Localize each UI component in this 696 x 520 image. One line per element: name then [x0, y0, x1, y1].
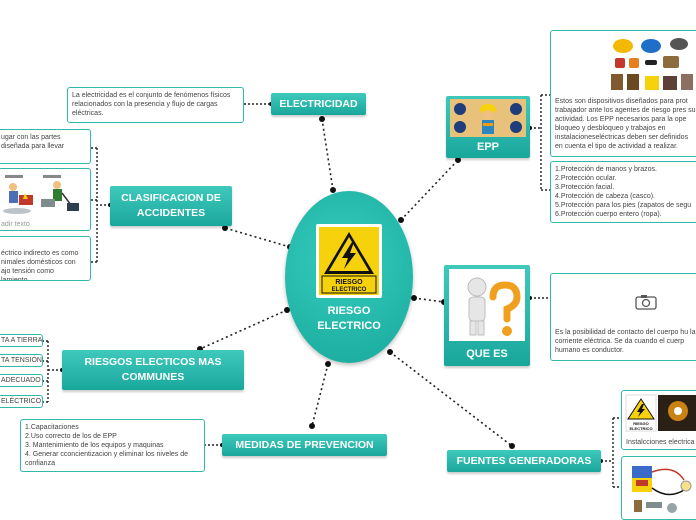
high-voltage-sign: RIESGO ELECTRICO	[316, 224, 382, 298]
medidas-item: 3. Mantenimiento de los equipos y maquin…	[25, 442, 164, 449]
epp-list[interactable]: 1.Protección de manos y brazos. 2.Protec…	[550, 161, 696, 223]
fuentes-topic-2[interactable]	[621, 456, 696, 520]
node-medidas[interactable]: MEDIDAS DE PREVENCION	[222, 434, 387, 456]
electricidad-text: La electricidad es el conjunto de fenóme…	[72, 92, 231, 117]
circuit-battery-icon	[632, 466, 692, 513]
accident-illustration-icon	[3, 175, 79, 214]
clasificacion-text-top-line2: diseñada para llevar	[1, 143, 65, 150]
medidas-item: 2.Uso correcto de los de EPP	[25, 433, 117, 440]
node-medidas-label: MEDIDAS DE PREVENCION	[235, 439, 374, 451]
epp-item: 1.Protección de manos y brazos.	[555, 166, 657, 173]
epp-item: 4.Protección de cabeza (casco).	[555, 193, 655, 200]
node-riesgos[interactable]: RIESGOS ELECTICOS MAS COMMUNES	[62, 350, 244, 390]
electrical-hazard-icon: RIESGO ELECTRICO	[625, 394, 696, 432]
image-caption: adir texto	[1, 221, 30, 228]
epp-item: 5.Protección para los pies (zapatos de s…	[555, 202, 692, 209]
clasificacion-text-bottom-content: éctrico indirecto es como nimales domést…	[1, 250, 79, 281]
clasificacion-text-top-line1: ugar con las partes	[1, 134, 61, 141]
node-epp-label: EPP	[476, 141, 499, 153]
central-label: RIESGO ELECTRICO	[300, 304, 398, 334]
node-epp[interactable]: EPP	[446, 96, 530, 158]
riesgo-item[interactable]: TA TENSIÓN	[0, 354, 43, 367]
high-voltage-icon: RIESGO ELECTRICO	[319, 227, 379, 295]
fuentes-caption: Instalcciones electrica	[626, 439, 695, 446]
epp-text: Estos son dispositivos diseñados para pr…	[555, 98, 696, 150]
riesgo-item[interactable]: TA A TIERRA	[0, 334, 43, 347]
sign-text-line2: ELECTRICO	[332, 287, 367, 293]
ppe-icon	[611, 38, 693, 90]
sign-text-line1: RIESGO	[335, 279, 363, 286]
epp-item: 2.Protección ocular.	[555, 175, 617, 182]
epp-item: 3.Protección facial.	[555, 184, 615, 191]
node-fuentes-label: FUENTES GENERADORAS	[456, 455, 592, 467]
medidas-item: 1.Capacitaciones	[25, 424, 79, 431]
node-que-es-label: QUE ES	[466, 348, 508, 360]
node-clasificacion[interactable]: CLASIFICACION DE ACCIDENTES	[110, 186, 232, 226]
safety-worker-icon	[450, 99, 526, 137]
riesgo-item-label: ELÉCTRICO	[1, 398, 42, 405]
fuentes-sign-line1: RIESGO	[633, 421, 649, 426]
node-clasificacion-line2: ACCIDENTES	[136, 207, 206, 219]
clasificacion-text-top[interactable]: ugar con las partes diseñada para llevar	[0, 129, 91, 164]
que-es-text: Es la posibilidad de contacto del cuerpo…	[555, 329, 696, 354]
medidas-list[interactable]: 1.Capacitaciones 2.Uso correcto de los d…	[20, 419, 205, 472]
fuentes-topic-1[interactable]: RIESGO ELECTRICO Instalcciones electrica	[621, 390, 696, 450]
node-fuentes[interactable]: FUENTES GENERADORAS	[447, 450, 601, 472]
clasificacion-text-bottom[interactable]: éctrico indirecto es como nimales domést…	[0, 236, 91, 281]
node-riesgos-line2: COMMUNES	[121, 371, 185, 383]
electricidad-description[interactable]: La electricidad es el conjunto de fenóme…	[67, 87, 244, 123]
node-electricidad[interactable]: ELECTRICIDAD	[271, 93, 366, 115]
riesgo-item-label: ADECUADO	[1, 377, 41, 384]
clasificacion-image-topic[interactable]: adir texto	[0, 168, 91, 231]
node-riesgos-line1: RIESGOS ELECTICOS MAS	[84, 356, 222, 368]
epp-item: 6.Protección cuerpo entero (ropa).	[555, 211, 662, 218]
epp-description[interactable]: Estos son dispositivos diseñados para pr…	[550, 30, 696, 157]
node-clasificacion-line1: CLASIFICACION DE	[121, 192, 221, 204]
riesgo-item[interactable]: ADECUADO	[0, 374, 43, 387]
medidas-item: 4. Generar cconcientizacion y eliminar l…	[25, 451, 189, 467]
riesgo-item-label: TA A TIERRA	[1, 337, 43, 344]
riesgo-item-label: TA TENSIÓN	[1, 357, 42, 364]
central-label-line2: ELECTRICO	[317, 320, 381, 332]
riesgo-item[interactable]: ELÉCTRICO	[0, 395, 43, 408]
node-que-es[interactable]: QUE ES	[444, 265, 530, 366]
central-label-line1: RIESGO	[327, 305, 371, 317]
question-person-icon	[449, 269, 525, 341]
que-es-description[interactable]: Es la posibilidad de contacto del cuerpo…	[550, 273, 696, 361]
fuentes-sign-line2: ELECTRICO	[629, 426, 652, 431]
node-electricidad-label: ELECTRICIDAD	[279, 98, 358, 110]
camera-icon	[635, 295, 657, 310]
